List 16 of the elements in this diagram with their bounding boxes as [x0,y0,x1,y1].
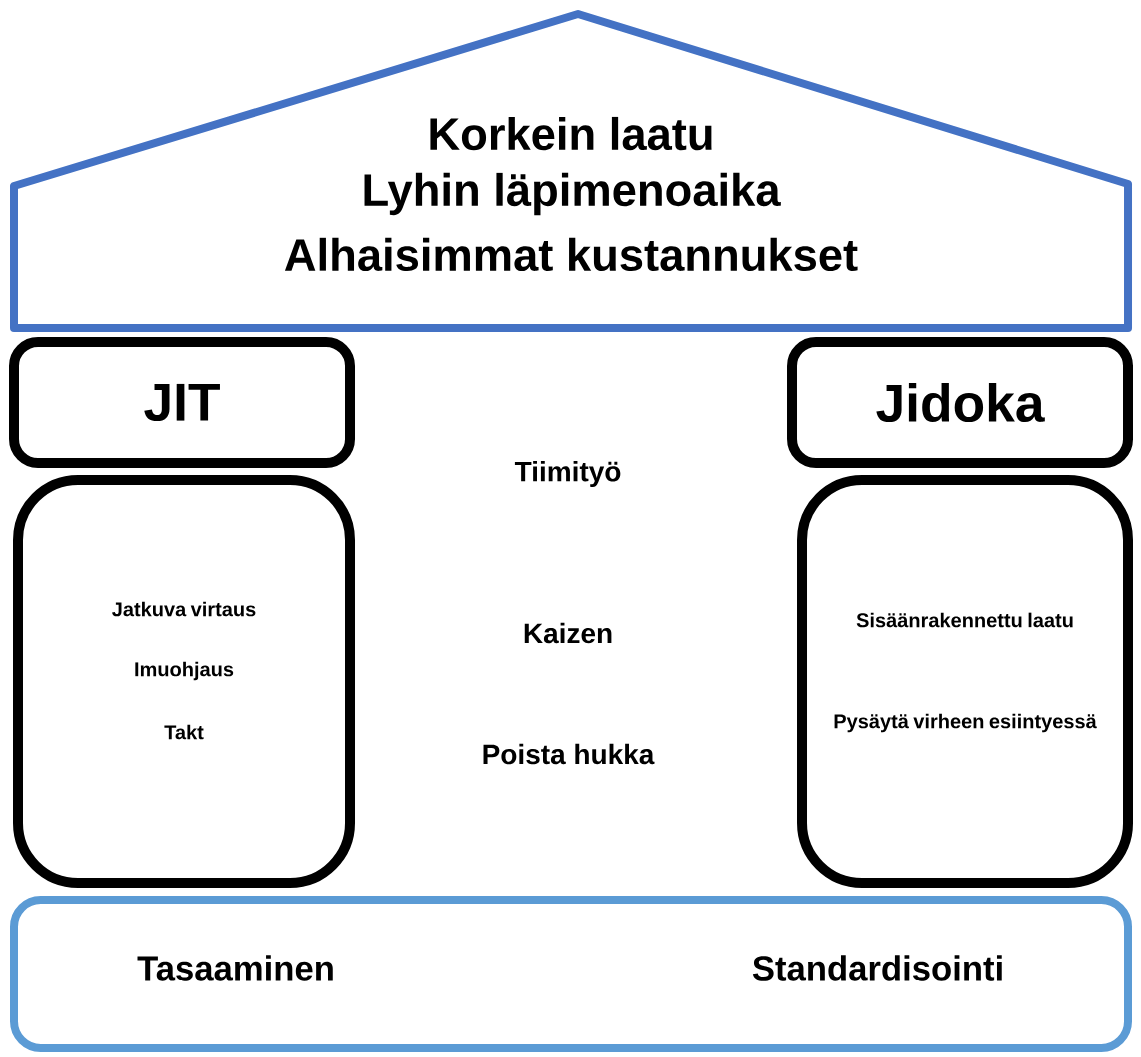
pillar-text: Takt [164,724,204,740]
pillar-box [797,475,1133,888]
base-box [10,896,1132,1052]
center-label: Tiimityö [514,460,621,488]
pillar-text: Pysäytä virheen esiintyessä [834,713,1097,733]
center-label: Poista hukka [483,743,655,765]
roof-pentagon: Korkein laatu Lyhin läpimenoaika Alhaisimmat kustannukset [10,10,1132,332]
pillar-text: Jatkuva virtaus [112,601,256,617]
pillar-box [13,475,355,888]
base-text: Tasaaminen [137,955,333,981]
pillar-text: Sisäänrakennettu laatu [856,612,1073,628]
header-box: JIT [9,337,355,468]
header-box: Jidoka [787,337,1133,468]
pillar-text: Imuohjaus [135,661,234,681]
base-text: Standardisointi [752,955,1002,981]
center-label: Kaizen [524,622,612,644]
